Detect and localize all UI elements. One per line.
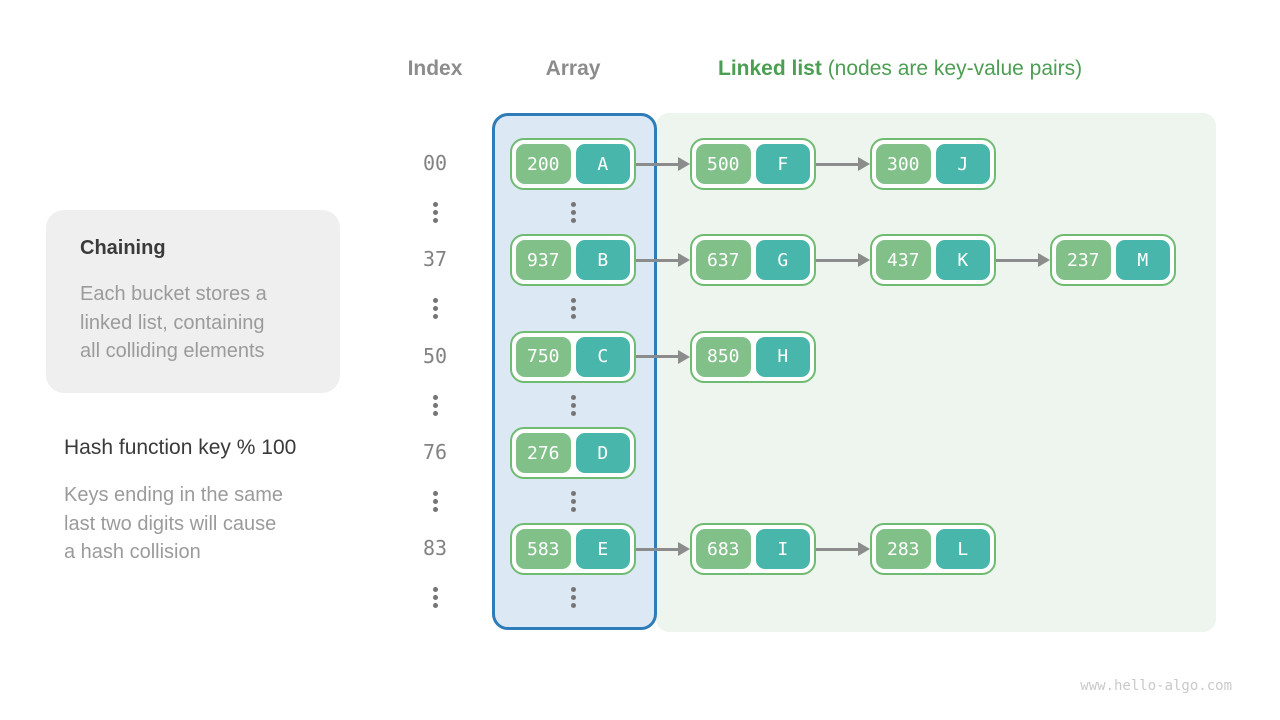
ellipsis-dots	[570, 587, 576, 608]
ellipsis-dots	[570, 298, 576, 319]
node-value-cell: B	[575, 240, 630, 280]
chain-arrow	[636, 542, 690, 556]
bucket-index-label: 83	[422, 536, 448, 560]
ellipsis-dots	[570, 201, 576, 223]
chain-arrow	[816, 542, 870, 556]
node-value-cell: A	[575, 144, 630, 184]
arrow-shaft	[816, 162, 861, 166]
array-column-header: Array	[545, 57, 601, 80]
node-value-cell: H	[755, 336, 810, 377]
watermark: www.hello-algo.com	[1080, 678, 1232, 694]
node-value-cell: M	[1115, 240, 1170, 280]
linked-list-header-note: (nodes are key-value pairs)	[821, 57, 1083, 80]
arrow-head-icon	[678, 253, 690, 267]
node-key-cell: 850	[696, 336, 751, 377]
node-value-cell: G	[755, 240, 810, 280]
node-value-cell: F	[755, 144, 810, 184]
bucket-index-label: 37	[422, 247, 448, 271]
node-key-cell: 237	[1056, 240, 1111, 280]
arrow-shaft	[816, 547, 861, 551]
linked-list-header-bold: Linked list	[718, 57, 822, 80]
arrow-head-icon	[858, 253, 870, 267]
arrow-shaft	[996, 258, 1041, 262]
chaining-note-title: Chaining	[80, 237, 166, 259]
node-value-cell: I	[755, 529, 810, 569]
chaining-note-body: Each bucket stores a linked list, contai…	[80, 283, 267, 362]
bucket-index-label: 00	[422, 151, 448, 175]
node-key-cell: 583	[516, 529, 571, 569]
node-key-cell: 750	[516, 336, 571, 377]
chain-arrow	[636, 253, 690, 267]
arrow-shaft	[816, 258, 861, 262]
chain-arrow	[816, 157, 870, 171]
node-key-cell: 637	[696, 240, 751, 280]
chain-arrow	[816, 253, 870, 267]
node-value-cell: J	[935, 144, 990, 184]
arrow-head-icon	[858, 542, 870, 556]
node-value-cell: D	[575, 433, 630, 473]
node-value-cell: K	[935, 240, 990, 280]
linked-list-column-header: Linked list (nodes are key-value pairs)	[718, 57, 1082, 81]
chain-arrow	[636, 349, 690, 364]
arrow-head-icon	[678, 542, 690, 556]
node-key-cell: 437	[876, 240, 931, 280]
node-key-cell: 300	[876, 144, 931, 184]
node-key-cell: 283	[876, 529, 931, 569]
ellipsis-dots	[432, 298, 438, 319]
hash-function-title: Hash function key % 100	[64, 436, 297, 459]
node-value-cell: L	[935, 529, 990, 569]
hash-function-body: Keys ending in the same last two digits …	[64, 484, 284, 563]
arrow-shaft	[636, 258, 681, 262]
bucket-index-label: 76	[422, 440, 448, 464]
node-key-cell: 500	[696, 144, 751, 184]
arrow-shaft	[636, 162, 681, 166]
ellipsis-dots	[432, 394, 438, 416]
ellipsis-dots	[432, 490, 438, 512]
ellipsis-dots	[432, 201, 438, 223]
bucket-index-label: 50	[422, 343, 448, 368]
index-column-header: Index	[407, 57, 463, 80]
node-value-cell: E	[575, 529, 630, 569]
ellipsis-dots	[570, 394, 576, 416]
node-key-cell: 276	[516, 433, 571, 473]
arrow-head-icon	[1038, 253, 1050, 267]
arrow-shaft	[636, 355, 681, 358]
arrow-shaft	[636, 547, 681, 551]
chain-arrow	[996, 253, 1050, 267]
node-key-cell: 937	[516, 240, 571, 280]
node-value-cell: C	[575, 336, 630, 377]
chain-arrow	[636, 157, 690, 171]
ellipsis-dots	[432, 587, 438, 608]
arrow-head-icon	[678, 157, 690, 171]
arrow-head-icon	[678, 349, 690, 364]
node-key-cell: 200	[516, 144, 571, 184]
node-key-cell: 683	[696, 529, 751, 569]
chaining-note-card: Chaining Each bucket stores a linked lis…	[46, 210, 340, 393]
arrow-head-icon	[858, 157, 870, 171]
ellipsis-dots	[570, 490, 576, 512]
